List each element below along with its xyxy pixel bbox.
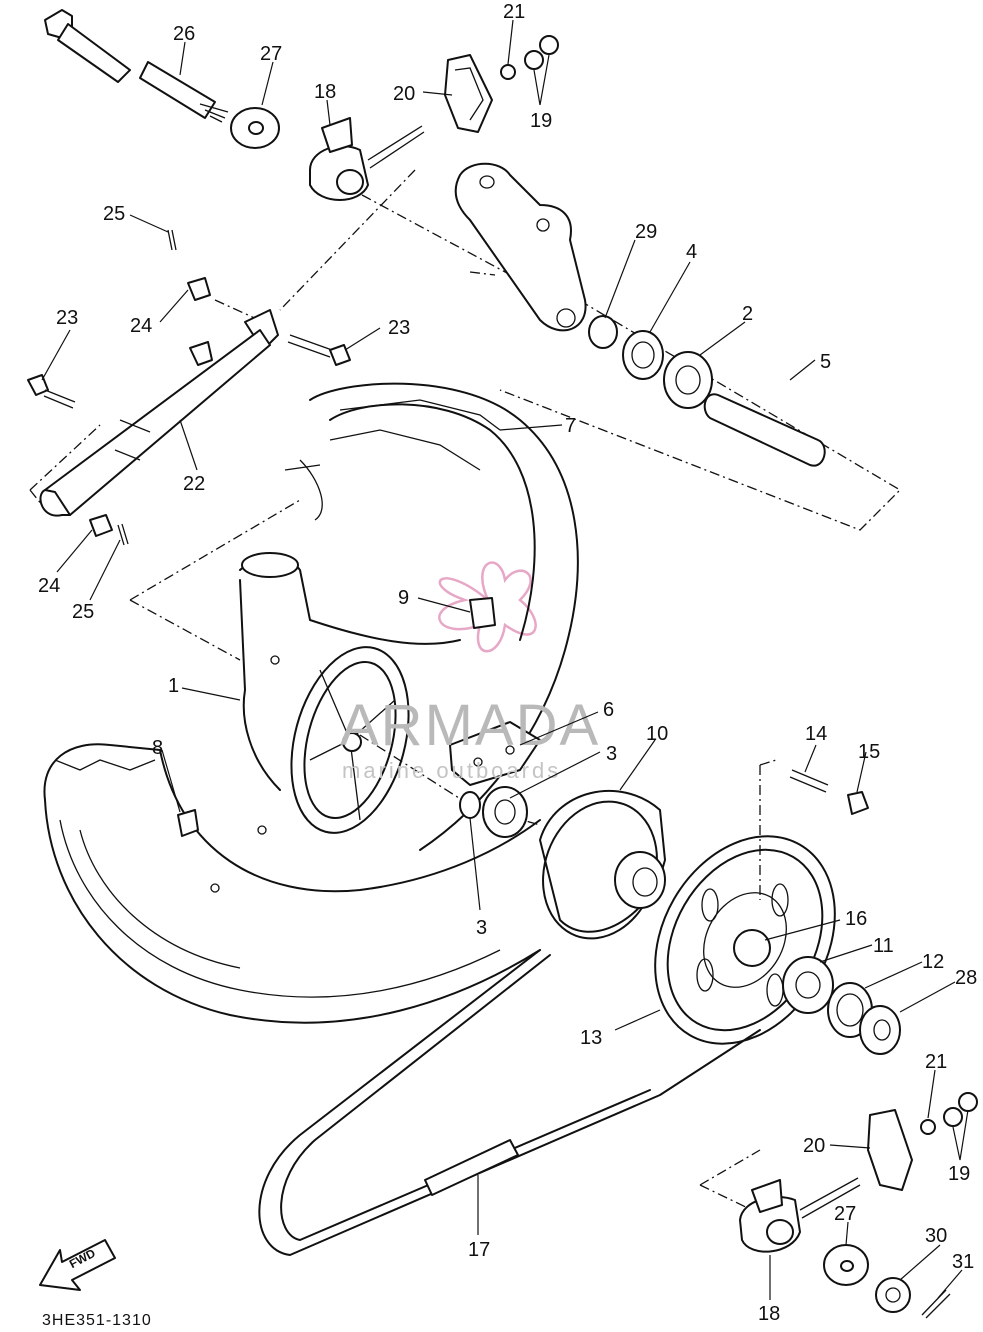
callout-31: 31 xyxy=(952,1251,974,1273)
callout-18-bottom: 18 xyxy=(758,1303,780,1325)
adjuster-cap-bottom xyxy=(867,1092,978,1191)
callout-25-top: 25 xyxy=(103,203,125,225)
callout-25-bottom: 25 xyxy=(72,601,94,623)
sprocket-bolt-and-nut xyxy=(789,769,869,815)
callout-2: 2 xyxy=(742,303,753,325)
callout-21-top: 21 xyxy=(503,1,525,23)
callout-3-upper: 3 xyxy=(606,743,617,765)
right-hub-parts xyxy=(733,929,901,1055)
assembly-dash-lines xyxy=(29,169,902,1211)
chain-adjuster-top xyxy=(309,117,425,201)
callout-6: 6 xyxy=(603,699,614,721)
valve-and-balance-weight xyxy=(177,597,496,837)
callout-23-left: 23 xyxy=(56,307,78,329)
callout-27-top: 27 xyxy=(260,43,282,65)
callout-26: 26 xyxy=(173,23,195,45)
callout-4: 4 xyxy=(686,241,697,263)
torque-arm-assembly xyxy=(27,229,351,546)
callout-18-top: 18 xyxy=(314,81,336,103)
diagram-code: 3HE351-1310 xyxy=(42,1312,152,1329)
rear-axle xyxy=(44,9,229,123)
forward-arrow-icon xyxy=(39,1239,116,1291)
callout-5: 5 xyxy=(820,351,831,373)
callout-13: 13 xyxy=(580,1027,602,1049)
adjuster-cap-top xyxy=(444,54,493,133)
axle-washer-top xyxy=(230,107,280,149)
callout-20-top: 20 xyxy=(393,83,415,105)
callout-29: 29 xyxy=(635,221,657,243)
callout-30: 30 xyxy=(925,1225,947,1247)
watermark-tagline: marine outboards xyxy=(342,758,561,783)
sprocket-clutch-hub xyxy=(539,789,666,940)
callout-21-bottom: 21 xyxy=(925,1051,947,1073)
callout-3-lower: 3 xyxy=(476,917,487,939)
watermark-brand: ARMADA xyxy=(340,693,600,758)
callout-24-top: 24 xyxy=(130,315,152,337)
callout-23-right: 23 xyxy=(388,317,410,339)
callout-14: 14 xyxy=(805,723,827,745)
callout-9: 9 xyxy=(398,587,409,609)
callout-7: 7 xyxy=(565,415,576,437)
callout-28: 28 xyxy=(955,967,977,989)
left-hub-parts xyxy=(588,315,826,467)
chain-adjuster-bottom xyxy=(739,1177,951,1319)
rear-wheel xyxy=(210,552,461,893)
callout-11: 11 xyxy=(873,935,894,957)
drive-chain xyxy=(258,949,761,1256)
callout-19-bottom: 19 xyxy=(948,1163,970,1185)
callout-27-bottom: 27 xyxy=(834,1203,856,1225)
callout-8: 8 xyxy=(152,737,163,759)
callout-22: 22 xyxy=(183,473,205,495)
callout-15: 15 xyxy=(858,741,880,763)
callout-17: 17 xyxy=(468,1239,490,1261)
callout-1: 1 xyxy=(168,675,179,697)
callout-19-top: 19 xyxy=(530,110,552,132)
washer-and-nuts-top xyxy=(500,35,559,80)
watermark-flower-icon xyxy=(438,561,537,653)
callout-16: 16 xyxy=(845,908,867,930)
callout-24-bottom: 24 xyxy=(38,575,60,597)
callout-10: 10 xyxy=(646,723,668,745)
leader-lines xyxy=(41,19,969,1300)
callout-12: 12 xyxy=(922,951,944,973)
caliper-bracket xyxy=(454,162,587,332)
callout-20-bottom: 20 xyxy=(803,1135,825,1157)
rear-tire-lower xyxy=(43,743,541,1024)
watermark-logo xyxy=(438,561,537,653)
hub-center-parts xyxy=(449,721,541,838)
